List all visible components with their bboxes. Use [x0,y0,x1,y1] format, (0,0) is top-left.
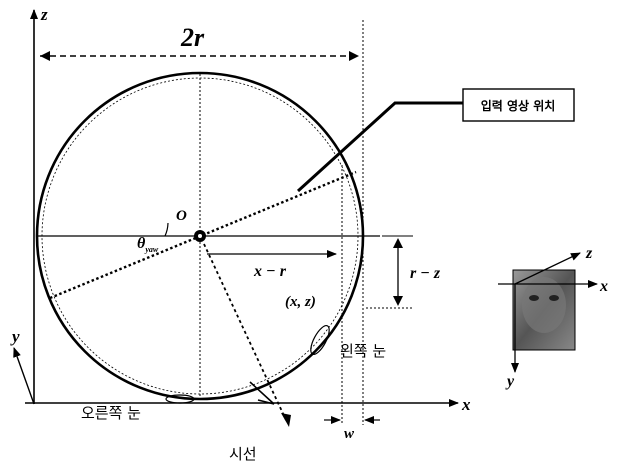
right-eye-label: 오른쪽 눈 [81,404,141,422]
face-y-label: y [505,373,515,390]
right-eye-ellipse [165,394,195,404]
nose-outline [249,381,275,405]
width-w-label: w [344,426,355,442]
x-minus-r-label: x − r [253,263,287,280]
face-coordinate-inset: z x y [498,245,608,390]
diameter-arrow-left [40,51,50,61]
r-minus-z-arrow-top [393,238,403,248]
r-minus-z-label: r − z [410,265,441,282]
y-axis-label: y [10,327,20,346]
origin-label: O [176,208,187,224]
gaze-label: 시선 [229,445,257,463]
face-eye-left [529,295,539,301]
diameter-arrow-right [349,51,359,61]
left-eye-ellipse [310,324,330,356]
theta-label: θyaw [137,235,159,254]
input-image-position-box [462,88,575,122]
gaze-dotted-line [203,243,287,421]
face-z-label: z [585,245,593,262]
x-axis-label: x [461,395,471,414]
point-xz-label: (x, z) [285,294,316,310]
gaze-arrowhead [281,413,291,427]
r-minus-z-arrow-bottom [393,296,403,306]
face-x-label: x [599,278,608,295]
y-axis-line [13,347,35,405]
face-shape [522,277,566,333]
input-image-callout-line [296,101,463,193]
theta-angle-arc [164,222,169,237]
face-eye-right [549,295,559,301]
z-axis-label: z [40,5,48,24]
left-eye-label: 왼쪽 눈 [340,342,386,360]
input-image-position-label: 입력 영상 위치 [481,98,556,113]
center-point-inner [198,234,202,238]
face-z-axis [514,252,581,285]
diameter-label: 2r [180,23,205,52]
